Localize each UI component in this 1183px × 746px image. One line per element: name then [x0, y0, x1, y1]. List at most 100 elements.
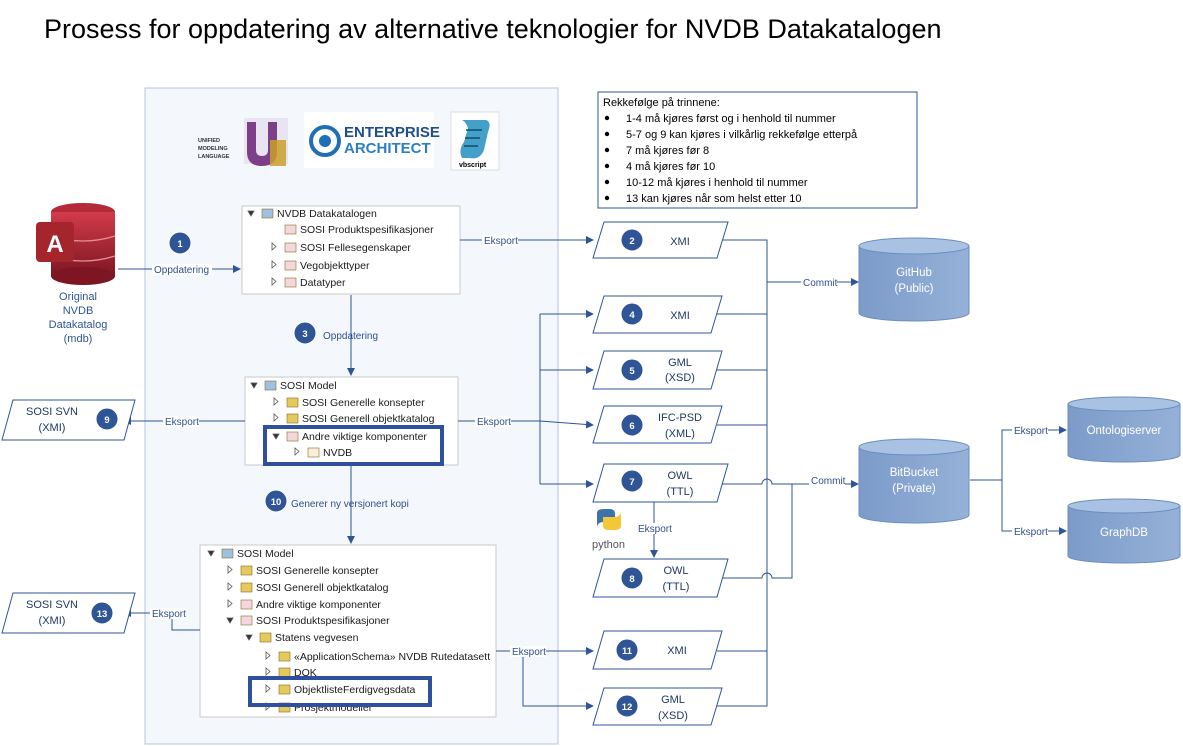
collapsed-arrow-icon: [273, 413, 279, 422]
package-icon: [240, 615, 253, 626]
svg-text:SOSI SVN: SOSI SVN: [26, 406, 78, 418]
note-bullet: [604, 179, 610, 185]
tree-item-label: «ApplicationSchema» NVDB Rutedatasett: [294, 651, 490, 663]
svg-text:UNIFIED: UNIFIED: [198, 138, 220, 144]
tree-item-label: NVDB: [323, 447, 352, 459]
step-badge-6: 6: [620, 413, 644, 437]
package-icon: [284, 224, 297, 235]
svg-text:GraphDB: GraphDB: [1100, 527, 1148, 539]
connector-labels: Oppdatering Oppdatering Generer ny versj…: [150, 235, 1048, 658]
expanded-arrow-icon: [226, 617, 234, 624]
step-badge-1: 1: [168, 231, 192, 255]
collapsed-arrow-icon: [271, 277, 277, 286]
tree-item-label: Andre viktige komponenter: [256, 599, 381, 611]
access-label-line4: (mdb): [64, 333, 93, 345]
access-label-line3: Datakatalog: [49, 319, 108, 331]
svg-text:1: 1: [177, 239, 183, 250]
uml-logo: UNIFIED MODELING LANGUAGE: [198, 118, 288, 166]
note-bullet: [604, 195, 610, 201]
package-icon: [278, 651, 291, 662]
data-stores: GitHub (Public) BitBucket (Private) Onto…: [858, 237, 1181, 564]
tree-item-label: Vegobjekttyper: [300, 260, 370, 272]
package-icon: [264, 380, 277, 391]
package-icon: [286, 397, 299, 408]
tree-item-label: SOSI Generelle konsepter: [256, 565, 379, 577]
step-badge-12: 12: [615, 694, 639, 718]
package-icon: [286, 413, 299, 424]
tree-item-label: ObjektlisteFerdigvegsdata: [294, 684, 416, 696]
label-eksport-fan: Eksport: [477, 417, 511, 428]
bitbucket-store: BitBucket (Private): [858, 438, 970, 524]
tree-item-label: Datatyper: [300, 277, 346, 289]
svg-text:GML: GML: [668, 357, 692, 369]
page-title: Prosess for oppdatering av alternative t…: [44, 14, 942, 44]
package-icon: [240, 599, 253, 610]
highlight-box-objektliste: [248, 676, 432, 707]
svg-text:12: 12: [622, 702, 633, 713]
output-gml-12: GML (XSD): [592, 687, 723, 726]
svg-text:OWL: OWL: [663, 565, 688, 577]
step-badge-7: 7: [620, 469, 644, 493]
note-item: 7 må kjøres før 8: [626, 145, 709, 157]
tree-item-label: SOSI Generell objektkatalog: [256, 582, 389, 594]
tree-root-label: SOSI Model: [237, 548, 294, 560]
label-eksport-13: Eksport: [152, 609, 186, 620]
svg-text:OWL: OWL: [667, 470, 692, 482]
step-badge-9: 9: [95, 407, 119, 431]
svg-text:GitHub: GitHub: [896, 267, 932, 279]
python-logo: python: [592, 509, 625, 551]
package-icon: [307, 447, 320, 458]
svg-text:7: 7: [629, 477, 634, 488]
package-icon: [240, 565, 253, 576]
step-badge-2: 2: [620, 228, 644, 252]
label-commit-github: Commit: [803, 278, 838, 289]
package-icon: [278, 684, 291, 695]
label-commit-bitbucket: Commit: [811, 476, 846, 487]
order-note: Rekkefølge på trinnene: 1-4 må kjøres fø…: [597, 91, 918, 209]
label-eksport-11: Eksport: [512, 647, 546, 658]
svg-text:XMI: XMI: [670, 236, 690, 248]
ontologiserver-store: Ontologiserver: [1067, 396, 1181, 463]
github-store: GitHub (Public): [858, 237, 970, 322]
svg-text:IFC-PSD: IFC-PSD: [658, 412, 702, 424]
python-label: python: [592, 539, 625, 551]
collapsed-arrow-icon: [227, 565, 233, 574]
label-generer: Generer ny versjonert kopi: [291, 499, 409, 510]
package-icon: [286, 431, 299, 442]
svg-text:LANGUAGE: LANGUAGE: [198, 154, 230, 160]
svg-text:(XSD): (XSD): [665, 372, 695, 384]
tree-item-label: Statens vegvesen: [275, 632, 359, 644]
note-item: 5-7 og 9 kan kjøres i vilkårlig rekkeføl…: [626, 129, 858, 141]
svg-text:(TTL): (TTL): [663, 581, 690, 593]
collapsed-arrow-icon: [273, 397, 279, 406]
svg-text:XMI: XMI: [667, 645, 687, 657]
note-bullet: [604, 131, 610, 137]
tree-item-label: SOSI Generelle konsepter: [302, 397, 425, 409]
package-icon: [261, 208, 274, 219]
label-eksport-ontologi: Eksport: [1014, 426, 1048, 437]
note-item: 10-12 må kjøres i henhold til nummer: [626, 177, 808, 189]
svg-text:(XSD): (XSD): [658, 710, 688, 722]
expanded-arrow-icon: [247, 210, 255, 217]
svg-text:(XMI): (XMI): [39, 615, 66, 627]
collapsed-arrow-icon: [271, 260, 277, 269]
svg-text:(Public): (Public): [895, 283, 934, 295]
step-badge-10: 10: [264, 489, 288, 513]
svg-text:5: 5: [629, 366, 635, 377]
output-xmi-2: XMI: [592, 221, 729, 259]
note-bullet: [604, 163, 610, 169]
ms-access-icon: A: [36, 203, 116, 285]
label-eksport-2: Eksport: [484, 236, 518, 247]
note-item: 13 kan kjøres når som helst etter 10: [626, 193, 801, 205]
note-bullet: [604, 147, 610, 153]
collapsed-arrow-icon: [227, 582, 233, 591]
graphdb-store: GraphDB: [1067, 498, 1181, 564]
output-xmi-11: XMI: [592, 630, 723, 670]
svg-text:13: 13: [97, 609, 108, 620]
tree-item-label: SOSI Fellesegenskaper: [300, 242, 411, 254]
note-item: 4 må kjøres før 10: [626, 161, 715, 173]
svg-text:4: 4: [629, 310, 635, 321]
collapsed-arrow-icon: [265, 684, 271, 693]
